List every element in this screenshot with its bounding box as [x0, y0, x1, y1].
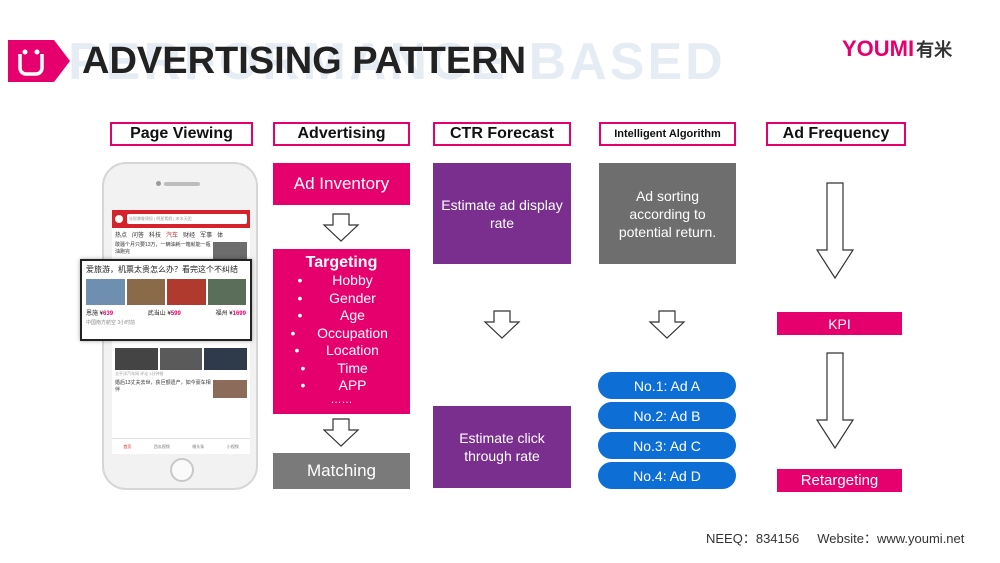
kpi-box: KPI [777, 312, 902, 335]
highlighted-ad-card[interactable]: 爱旅游，机票太贵怎么办？看完这个不纠结 恩施 ¥639 武当山 ¥599 福州 … [80, 259, 252, 341]
ad-card-source: 中国南方航空 3小时前 [86, 320, 136, 326]
targeting-item-label: Location [326, 342, 379, 358]
app-tab[interactable]: 问答 [132, 232, 145, 239]
destination-photo [86, 279, 125, 305]
targeting-item-label: Age [340, 307, 365, 323]
footer-neeq: NEEQ：834156 [706, 531, 800, 546]
ad-card-title: 爱旅游，机票太贵怎么办？看完这个不纠结 [86, 265, 238, 274]
footer: NEEQ：834156 Website：www.youmi.net [706, 528, 964, 547]
rank-pill-1: No.1: Ad A [598, 372, 736, 399]
targeting-item: •Occupation [273, 325, 410, 343]
ad-card-prices: 恩施 ¥639 武当山 ¥599 福州 ¥1699 [86, 308, 246, 317]
targeting-box: Targeting •Hobby •Gender •Age •Occupatio… [273, 249, 410, 414]
news-item[interactable]: 婚后13丈夫去世，获巨额遗产，如今豪车相伴 [112, 378, 250, 400]
targeting-title: Targeting [305, 254, 378, 271]
targeting-item: •Time [273, 360, 410, 378]
news-headline: 婚后13丈夫去世，获巨额遗产，如今豪车相伴 [115, 380, 211, 393]
targeting-list: •Hobby •Gender •Age •Occupation •Locatio… [273, 272, 410, 395]
targeting-item-label: Gender [329, 289, 376, 306]
ad-inventory-box: Ad Inventory [273, 163, 410, 205]
news-headline: 敢骚个月只要13万，一辆油耗一箱就能一瓶油跑完 [115, 242, 211, 255]
youmi-badge-icon [8, 40, 70, 82]
rank-pill-2: No.2: Ad B [598, 402, 736, 429]
news-source: 太平洋汽车网 评论 1分钟前 [115, 371, 164, 376]
price-item: 武当山 ¥599 [147, 311, 181, 317]
brand-logo-cn: 有米 [916, 40, 953, 60]
tabbar-item-home[interactable]: 首页 [123, 443, 132, 449]
tabbar-item-short[interactable]: 小视频 [226, 443, 239, 449]
arrow-down-icon [322, 213, 360, 242]
arrow-down-long-icon [815, 182, 855, 280]
price-value: 639 [103, 311, 114, 317]
car-photo [115, 348, 158, 370]
app-header: 张智霖鲁锦投 | 明星素颜 | 宋冰天团 [112, 210, 250, 228]
ad-sorting-box: Ad sorting according to potential return… [599, 163, 736, 264]
price-value: 599 [170, 311, 181, 317]
price-item: 福州 ¥1699 [215, 311, 246, 317]
arrow-down-icon [648, 310, 686, 339]
targeting-item: •Location [273, 342, 410, 360]
targeting-item-label: Hobby [332, 272, 373, 288]
price-value: 1699 [232, 311, 246, 317]
profile-icon[interactable] [115, 215, 123, 223]
app-tab[interactable]: 体 [217, 232, 224, 239]
targeting-more: …… [330, 393, 353, 406]
targeting-item: •Age [273, 307, 410, 325]
targeting-item-label: Occupation [317, 324, 388, 341]
app-tab[interactable]: 科技 [149, 232, 162, 239]
rank-pill-4: No.4: Ad D [598, 462, 736, 489]
news-item[interactable]: 敢骚个月只要13万，一辆油耗一箱就能一瓶油跑完 [112, 240, 250, 262]
price-city: 福州 [215, 311, 228, 317]
footer-website[interactable]: Website：www.youmi.net [817, 531, 965, 546]
app-tab[interactable]: 财经 [183, 232, 196, 239]
column-header-intelligent-algorithm: Intelligent Algorithm [599, 122, 736, 146]
rank-pill-3: No.3: Ad C [598, 432, 736, 459]
app-tab[interactable]: 军事 [200, 232, 213, 239]
matching-box: Matching [273, 453, 410, 489]
car-photo [159, 348, 203, 370]
car-photo [204, 348, 248, 370]
page-title: ADVERTISING PATTERN [82, 40, 527, 82]
targeting-item-label: Time [337, 359, 368, 376]
news-thumbnail [213, 242, 247, 260]
destination-photo [126, 279, 165, 305]
phone-speaker [164, 182, 200, 186]
click-rate-box: Estimate click through rate [433, 406, 571, 488]
brand-logo-en: YOUMI [842, 36, 915, 61]
ad-card-images [86, 279, 246, 305]
column-header-advertising: Advertising [273, 122, 410, 146]
destination-photo [207, 279, 246, 305]
retargeting-box: Retargeting [777, 469, 902, 492]
arrow-down-icon [483, 310, 521, 339]
app-tab-active[interactable]: 汽车 [166, 232, 179, 239]
price-city: 恩施 [86, 311, 99, 317]
tabbar-item-micro[interactable]: 微头条 [192, 443, 205, 449]
news-thumbnail [213, 380, 247, 398]
column-header-ad-frequency: Ad Frequency [766, 122, 906, 146]
targeting-item: •Hobby [273, 272, 410, 290]
tabbar-item-video[interactable]: 西瓜视频 [153, 443, 170, 449]
news-image-strip [112, 348, 250, 370]
arrow-down-long-icon [815, 352, 855, 450]
price-city: 武当山 [147, 311, 166, 317]
app-tabs: 热点 问答 科技 汽车 财经 军事 体 [112, 228, 250, 240]
phone-camera [156, 181, 161, 186]
column-header-ctr-forecast: CTR Forecast [433, 122, 571, 146]
display-rate-box: Estimate ad display rate [433, 163, 571, 264]
destination-photo [167, 279, 206, 305]
app-search-input[interactable]: 张智霖鲁锦投 | 明星素颜 | 宋冰天团 [127, 214, 247, 224]
app-tab[interactable]: 热点 [115, 232, 128, 239]
app-tabbar: 首页 西瓜视频 微头条 小视频 [112, 438, 250, 454]
targeting-item: •Gender [273, 290, 410, 308]
column-header-page-viewing: Page Viewing [110, 122, 253, 146]
phone-home-button [170, 458, 194, 482]
watermark-text: PERFORMANCE-BASED [68, 33, 726, 91]
targeting-item-label: APP [338, 377, 367, 393]
targeting-item: •APP [273, 377, 410, 395]
arrow-down-icon [322, 418, 360, 447]
price-item: 恩施 ¥639 [86, 311, 114, 317]
